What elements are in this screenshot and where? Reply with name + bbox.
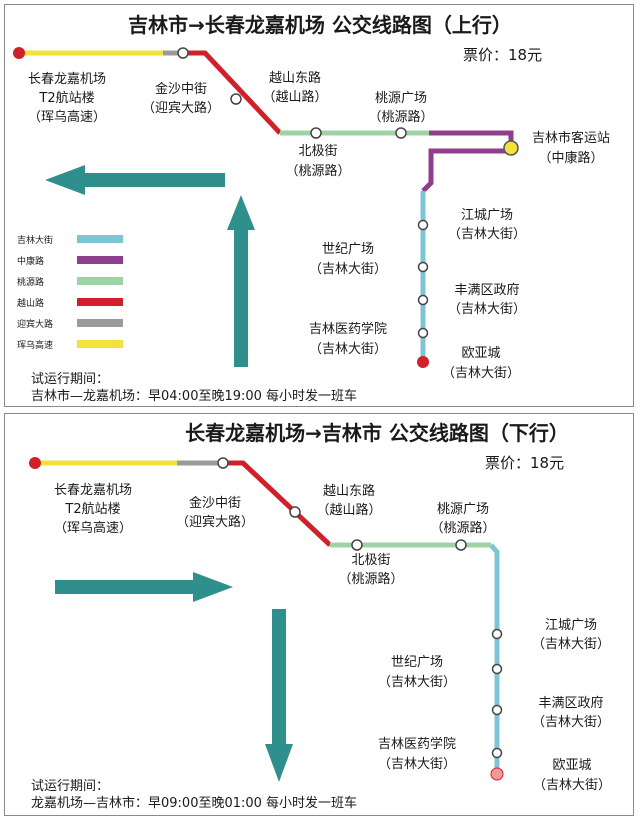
legend-swatch-zhongkang-lu — [77, 256, 123, 264]
legend: 吉林大街 中康路 桃源路 越山路 迎宾大路 珲乌高速 — [17, 234, 123, 351]
uplink-schedule: 吉林市—龙嘉机场：早04:00至晚19:00 每小时发一班车 — [31, 388, 357, 404]
label-taoyuan-square-1: 桃源广场 — [375, 91, 427, 106]
label-beiji-2: （桃源路） — [338, 571, 403, 587]
segment-jilin-dajie — [489, 543, 500, 774]
label-taoyuan-square-2: （桃源路） — [430, 520, 495, 536]
uplink-title: 吉林市→长春龙嘉机场 公交线路图（上行） — [128, 13, 512, 37]
legend-swatch-taoyuan-lu — [77, 277, 123, 285]
downlink-price: 票价：18元 — [485, 454, 564, 472]
stop-beiji — [351, 539, 363, 551]
stop-jinsha — [177, 47, 189, 59]
label-jinsha-2: （迎宾大路） — [176, 514, 254, 530]
label-yiyao-2: （吉林大街） — [378, 757, 456, 772]
label-jinsha-2: （迎宾大路） — [142, 100, 220, 116]
uplink-route-map: 吉林市→长春龙嘉机场 公交线路图（上行） 票价：18元 长春龙嘉机场 T2航站楼… — [13, 13, 610, 404]
label-airport-1: 长春龙嘉机场 — [54, 483, 132, 498]
stop-yueshan — [230, 93, 242, 105]
label-jiangcheng-2: （吉林大街） — [448, 227, 526, 242]
label-fengman-1: 丰满区政府 — [454, 283, 519, 298]
label-jiangcheng-1: 江城广场 — [545, 618, 597, 633]
legend-label-yingbin-dalu: 迎宾大路 — [17, 318, 53, 330]
segment-yueshan-lu — [223, 460, 332, 547]
label-taoyuan-square-1: 桃源广场 — [437, 502, 489, 517]
label-yiyao-1: 吉林医药学院 — [309, 321, 387, 337]
label-fengman-2: （吉林大街） — [532, 715, 610, 730]
stop-shiji — [491, 663, 503, 675]
label-yueshan-2: （越山路） — [316, 502, 381, 518]
label-station-1: 吉林市客运站 — [532, 130, 610, 146]
legend-swatch-hunwu-gaosu — [77, 340, 123, 348]
stop-airport — [13, 47, 25, 59]
stop-fengman — [491, 704, 503, 716]
downlink-schedule-label: 试运行期间： — [31, 779, 109, 794]
downlink-schedule: 龙嘉机场—吉林市：早09:00至晚01:00 每小时发一班车 — [31, 795, 357, 811]
downlink-panel: 长春龙嘉机场→吉林市 公交线路图（下行） 票价：18元 长春龙嘉机场 T2航站楼… — [4, 413, 634, 816]
arrow-up-icon — [227, 195, 255, 367]
label-shiji-1: 世纪广场 — [391, 655, 443, 670]
label-jiangcheng-2: （吉林大街） — [532, 637, 610, 652]
arrow-right-icon — [55, 572, 233, 602]
legend-label-hunwu-gaosu: 珲乌高速 — [17, 339, 53, 351]
legend-swatch-jilin-dajie — [77, 235, 123, 243]
stop-shiji — [417, 261, 429, 273]
legend-label-jilin-dajie: 吉林大街 — [17, 234, 53, 246]
label-shiji-1: 世纪广场 — [322, 242, 374, 257]
label-beiji-1: 北极街 — [351, 553, 390, 568]
uplink-price: 票价：18元 — [463, 46, 542, 64]
label-jinsha-1: 金沙中街 — [189, 495, 241, 511]
segment-zhongkang-lu — [421, 130, 514, 193]
stop-beiji — [310, 127, 322, 139]
arrow-left-icon — [45, 165, 225, 195]
label-fengman-1: 丰满区政府 — [538, 696, 603, 711]
stop-fengman — [417, 294, 429, 306]
stop-taoyuan-square — [395, 127, 407, 139]
stop-ouya — [417, 356, 429, 368]
label-station-2: （中康路） — [538, 150, 603, 166]
label-airport-3: （珲乌高速） — [28, 109, 106, 125]
stop-yueshan — [289, 506, 301, 518]
label-jiangcheng-1: 江城广场 — [461, 208, 513, 223]
legend-label-yueshan-lu: 越山路 — [17, 297, 44, 309]
stop-yiyao — [491, 747, 503, 759]
label-yiyao-2: （吉林大街） — [309, 342, 387, 357]
label-shiji-2: （吉林大街） — [378, 675, 456, 690]
label-ouya-2: （吉林大街） — [442, 366, 520, 381]
label-yueshan-2: （越山路） — [262, 89, 327, 105]
legend-label-zhongkang-lu: 中康路 — [17, 255, 44, 267]
label-airport-1: 长春龙嘉机场 — [28, 72, 106, 87]
stop-jinsha — [217, 457, 229, 469]
label-airport-2: T2航站楼 — [38, 90, 94, 106]
label-ouya-1: 欧亚城 — [461, 346, 500, 361]
stop-yiyao — [417, 327, 429, 339]
stop-ouya — [490, 767, 504, 781]
stop-jiangcheng — [417, 219, 429, 231]
uplink-panel: 吉林市→长春龙嘉机场 公交线路图（上行） 票价：18元 长春龙嘉机场 T2航站楼… — [4, 4, 634, 407]
label-yiyao-1: 吉林医药学院 — [378, 736, 456, 752]
legend-swatch-yingbin-dalu — [77, 319, 123, 327]
stop-passenger-station — [503, 140, 519, 156]
legend-label-taoyuan-lu: 桃源路 — [17, 276, 44, 288]
segment-yueshan-lu — [183, 50, 282, 135]
downlink-route-map: 长春龙嘉机场→吉林市 公交线路图（下行） 票价：18元 长春龙嘉机场 T2航站楼… — [29, 421, 611, 811]
label-airport-2: T2航站楼 — [64, 501, 120, 517]
label-ouya-2: （吉林大街） — [533, 778, 611, 793]
label-yueshan-1: 越山东路 — [269, 70, 321, 86]
label-beiji-1: 北极街 — [298, 144, 337, 159]
label-airport-3: （珲乌高速） — [54, 520, 132, 536]
uplink-schedule-label: 试运行期间： — [31, 372, 109, 387]
arrow-down-icon — [265, 609, 293, 782]
stop-airport — [29, 457, 41, 469]
label-shiji-2: （吉林大街） — [309, 262, 387, 277]
downlink-title: 长春龙嘉机场→吉林市 公交线路图（下行） — [185, 421, 569, 445]
stop-taoyuan-square — [455, 539, 467, 551]
legend-swatch-yueshan-lu — [77, 298, 123, 306]
label-fengman-2: （吉林大街） — [448, 302, 526, 317]
stop-jiangcheng — [491, 628, 503, 640]
label-beiji-2: （桃源路） — [285, 163, 350, 179]
label-yueshan-1: 越山东路 — [323, 483, 375, 499]
label-jinsha-1: 金沙中街 — [155, 81, 207, 97]
label-ouya-1: 欧亚城 — [552, 758, 591, 773]
label-taoyuan-square-2: （桃源路） — [368, 109, 433, 125]
